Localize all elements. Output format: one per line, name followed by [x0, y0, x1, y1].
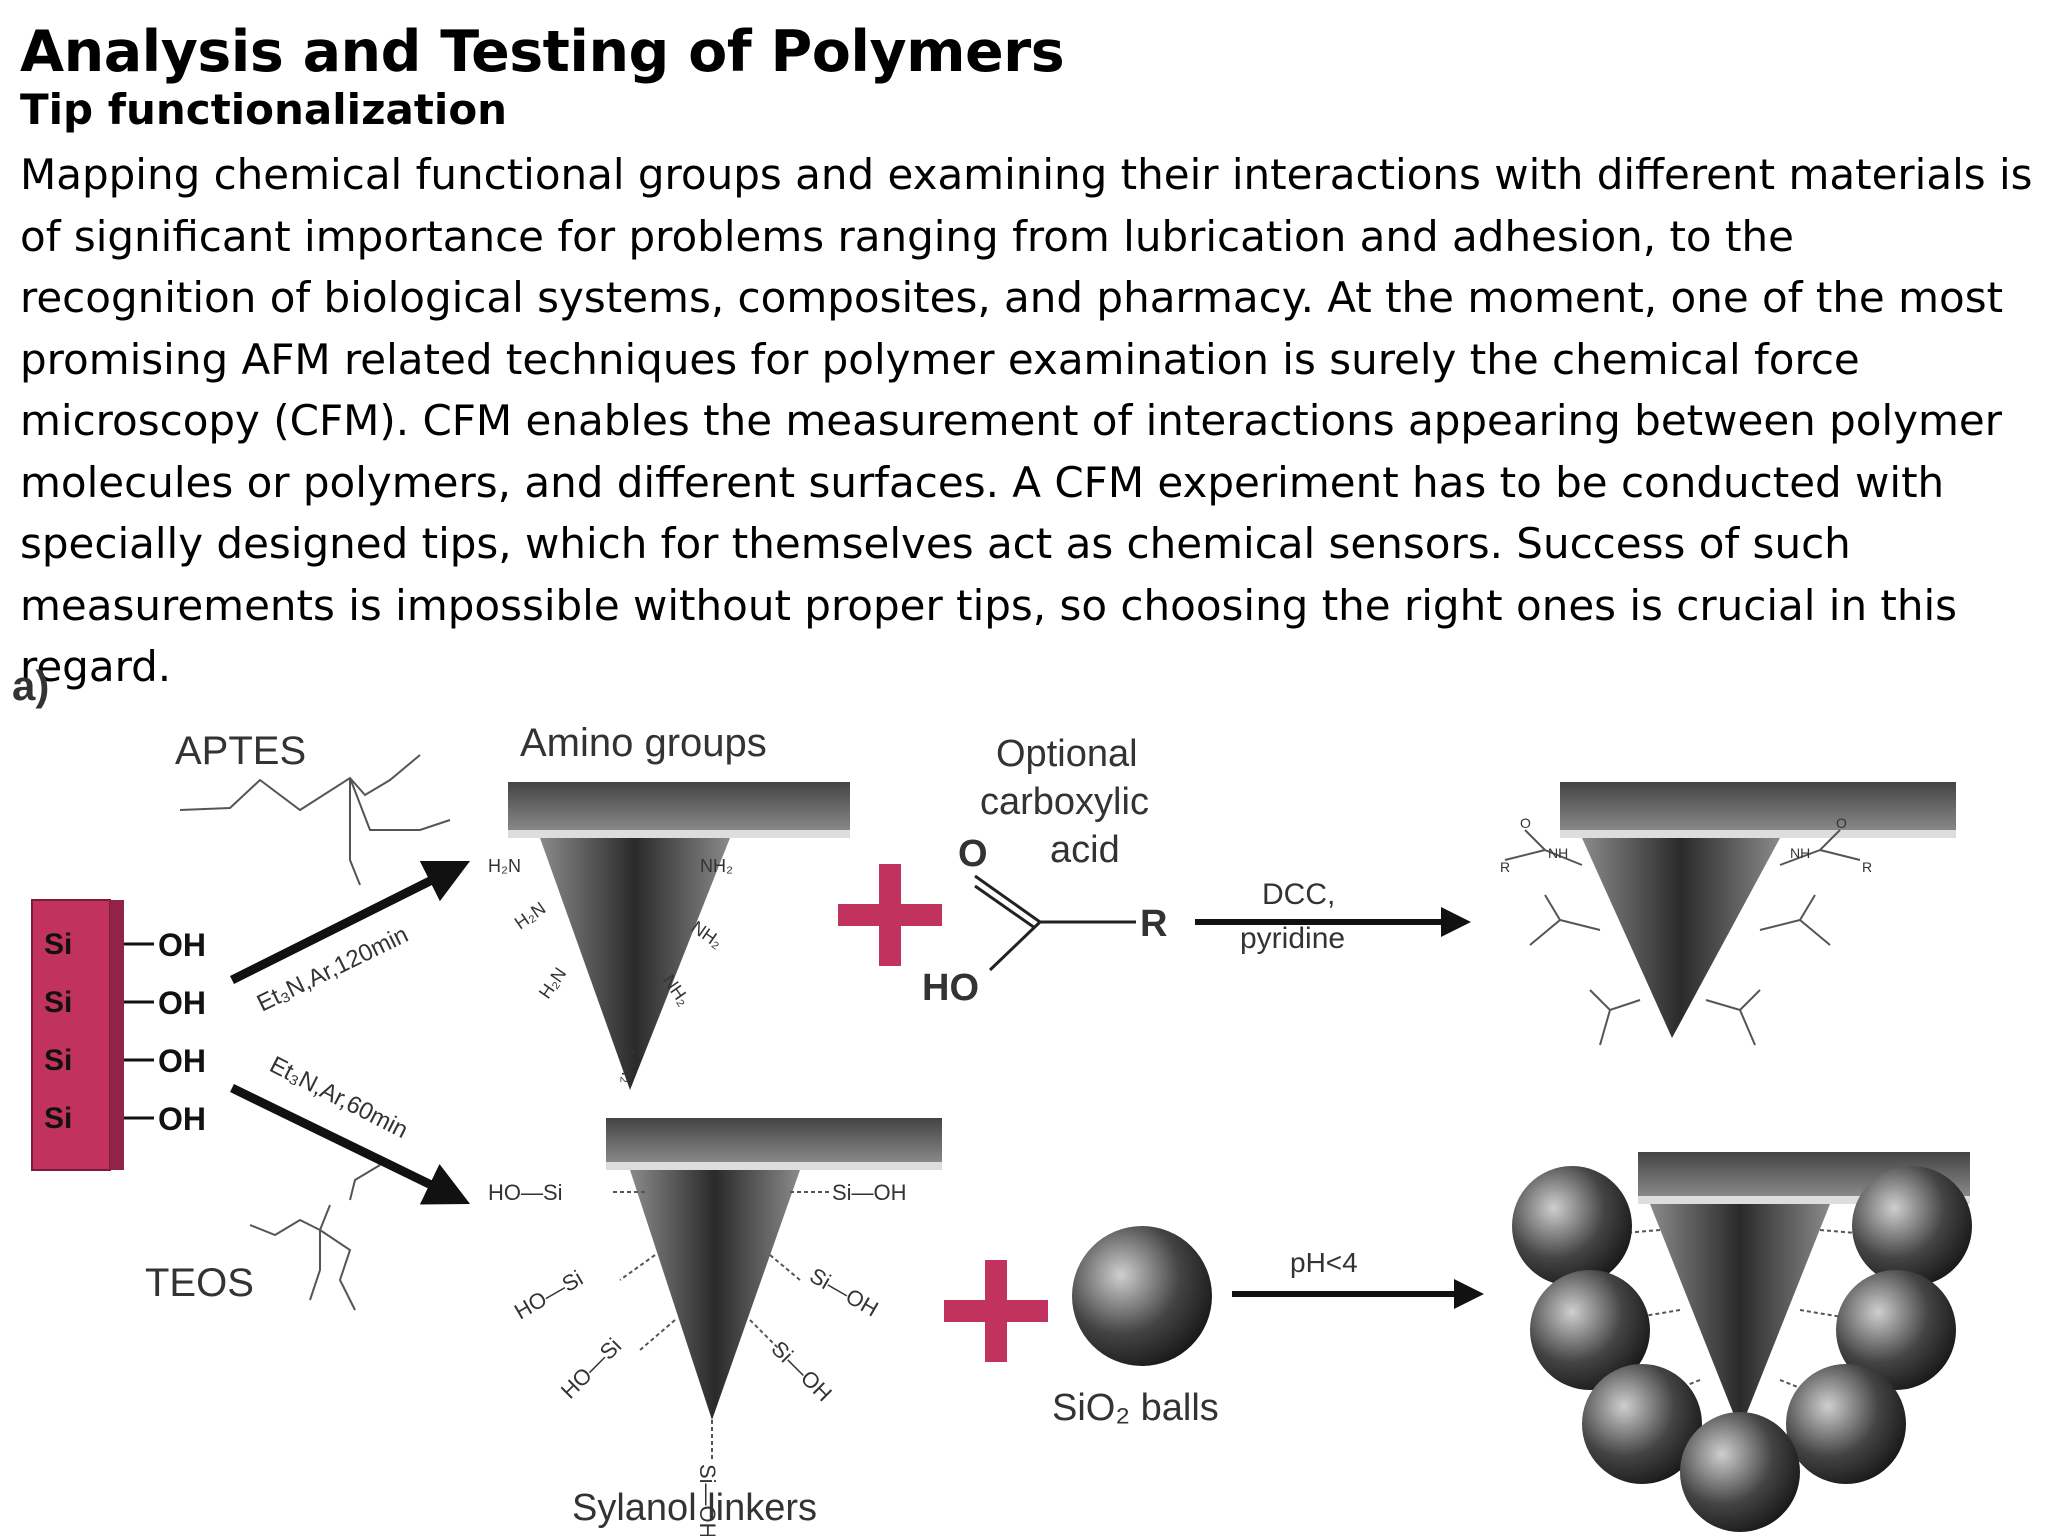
h2n-label-1: H₂N: [488, 856, 521, 876]
oh-label-2: OH: [158, 985, 206, 1021]
sio2-ball: [1072, 1226, 1212, 1366]
optional-line-2: carboxylic: [980, 781, 1149, 823]
sylanol-tip: HO—Si Si—OH HO—Si Si—OH HO—Si Si—OH Si—O…: [488, 1118, 942, 1536]
dcc-label: DCC,: [1262, 878, 1335, 911]
acid-r: R: [1140, 903, 1167, 945]
amino-tip: Amino groups H₂N NH₂ H₂N NH₂ H₂N NH₂ NH₂: [488, 721, 850, 1090]
aptes-label: APTES: [175, 729, 306, 773]
panel-letter: a): [12, 662, 49, 709]
carboxylic-acid: Optional carboxylic acid O R HO: [922, 733, 1167, 1009]
oh-label-4: OH: [158, 1101, 206, 1137]
si-label-4: Si: [44, 1102, 72, 1135]
tip-functionalization-figure: a) Si Si Si Si OH OH OH OH: [0, 660, 2048, 1536]
si-label-2: Si: [44, 986, 72, 1019]
acylated-tip: O R O R NH NH: [1500, 782, 1956, 1046]
carbonyl-o: O: [958, 833, 988, 875]
plus-sign-bottom: [944, 1260, 1048, 1362]
slide-body-text: Mapping chemical functional groups and e…: [20, 150, 2033, 691]
sio2-label: SiO₂ balls: [1052, 1387, 1219, 1429]
r-label-4: R: [1862, 859, 1872, 875]
aptes-structure: [179, 754, 451, 886]
condition-bottom: Et₃N,Ar,60min: [265, 1051, 412, 1144]
si-label-1: Si: [44, 928, 72, 961]
amino-label: Amino groups: [520, 721, 767, 765]
h2n-label-3: H₂N: [535, 964, 570, 1003]
teos-label: TEOS: [145, 1261, 254, 1305]
ho-si-label-1: HO—Si: [488, 1180, 563, 1205]
r-label-1: O: [1520, 815, 1531, 831]
oh-label-1: OH: [158, 927, 206, 963]
slide-subtitle: Tip functionalization: [20, 85, 508, 134]
oh-label-3: OH: [158, 1043, 206, 1079]
condition-top: Et₃N,Ar,120min: [253, 921, 413, 1017]
arrow-to-sylanol: [230, 1083, 471, 1205]
figure-svg: a) Si Si Si Si OH OH OH OH: [12, 662, 1972, 1536]
ho-si-label-2: HO—Si: [510, 1265, 587, 1324]
si-oh-label-4: Si—OH: [695, 1464, 720, 1536]
nh-label-1: NH: [1548, 845, 1568, 861]
nh-label-2: NH: [1790, 845, 1810, 861]
optional-line-3: acid: [1050, 829, 1120, 871]
si-oh-label-2: Si—OH: [806, 1263, 883, 1322]
sylanol-label: Sylanol linkers: [572, 1487, 817, 1529]
r-label-2: R: [1500, 859, 1510, 875]
h2n-label-2: H₂N: [511, 898, 550, 933]
plus-sign-top: [838, 864, 942, 966]
silicon-substrate: Si Si Si Si OH OH OH OH: [31, 899, 206, 1171]
si-oh-label-3: Si—OH: [766, 1336, 836, 1406]
slide-title: Analysis and Testing of Polymers: [20, 19, 1065, 85]
optional-line-1: Optional: [996, 733, 1138, 775]
ph-label: pH<4: [1290, 1247, 1358, 1278]
nh2-label-4: NH₂: [618, 1050, 638, 1083]
r-label-3: O: [1836, 815, 1847, 831]
acid-ho: HO: [922, 967, 979, 1009]
arrow-to-amino: [229, 860, 471, 985]
ho-si-label-3: HO—Si: [556, 1333, 626, 1403]
silica-coated-tip: [1512, 1152, 1972, 1532]
si-oh-label-1: Si—OH: [832, 1180, 907, 1205]
pyridine-label: pyridine: [1240, 922, 1345, 955]
si-label-3: Si: [44, 1044, 72, 1077]
nh2-label-1: NH₂: [700, 856, 733, 876]
teos-structure: [249, 1164, 381, 1311]
